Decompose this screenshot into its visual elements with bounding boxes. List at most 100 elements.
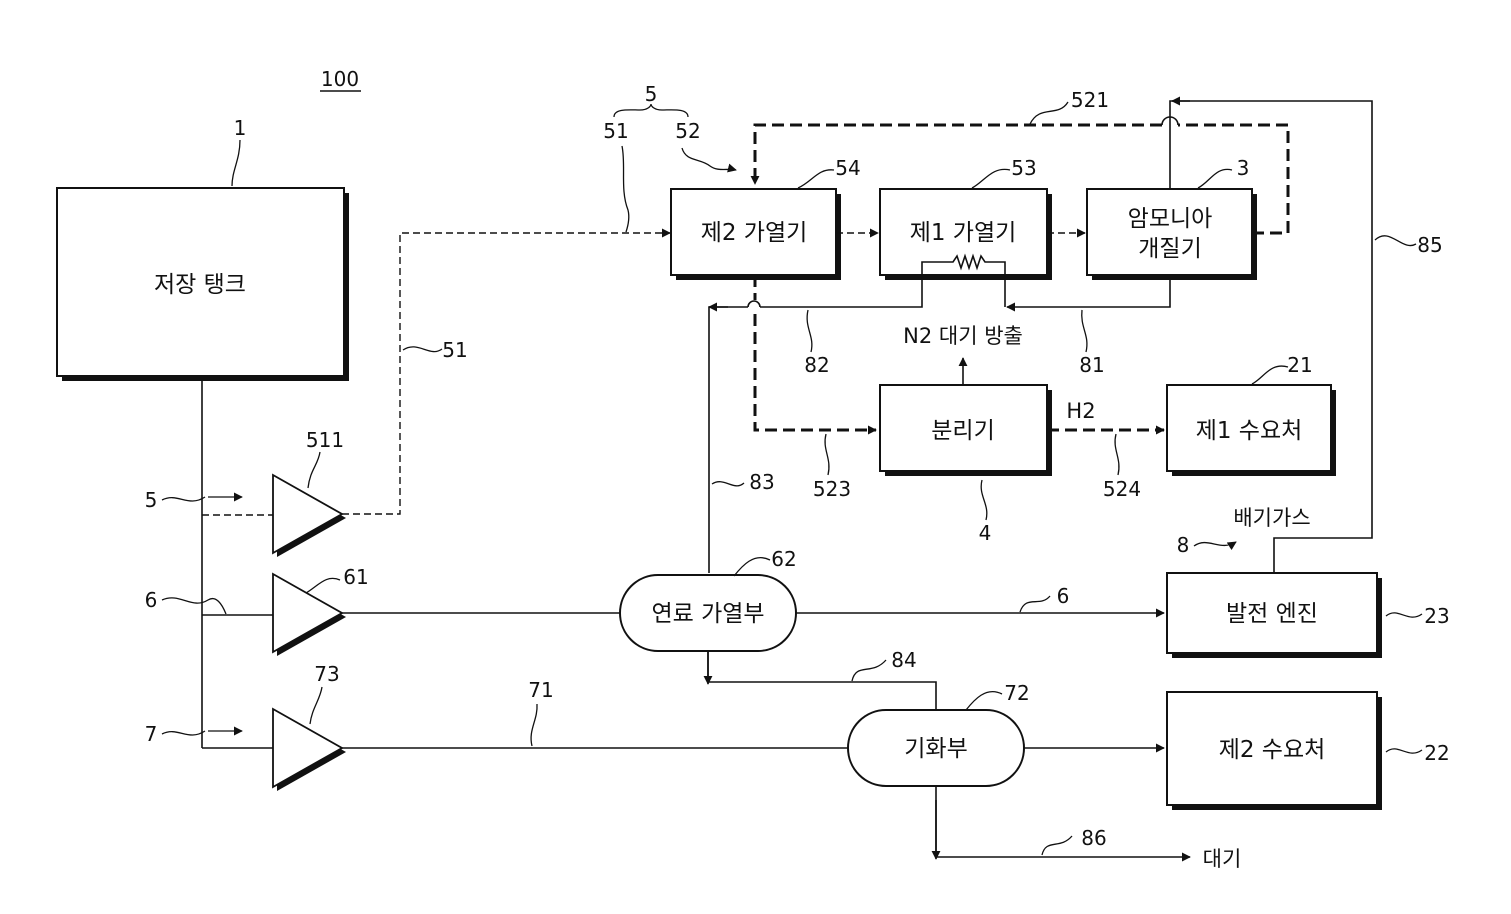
left-ref-7-leader xyxy=(162,731,205,735)
heater-1-label: 제1 가열기 xyxy=(910,220,1017,246)
line-84-ref: 84 xyxy=(891,648,916,672)
left-ref-5-leader xyxy=(162,497,205,501)
line-86-ref: 86 xyxy=(1081,826,1106,850)
line-6-ref: 6 xyxy=(1057,584,1070,608)
separator-ref: 4 xyxy=(979,521,992,545)
storage-tank-leader xyxy=(232,140,240,186)
top-ref-51: 51 xyxy=(603,119,628,143)
line-85-leader xyxy=(1375,236,1416,246)
figure-number: 100 xyxy=(321,67,359,91)
fuel-heater-ref: 62 xyxy=(771,547,796,571)
h2-label: H2 xyxy=(1066,399,1095,423)
group-brace xyxy=(614,104,688,117)
consumer-2-label: 제2 수요처 xyxy=(1219,737,1326,763)
reformer-label-line2: 개질기 xyxy=(1138,236,1201,262)
exhaust-label: 배기가스 xyxy=(1233,506,1310,530)
consumer-1-leader xyxy=(1252,366,1288,384)
line-84-leader xyxy=(852,660,886,681)
consumer-1-label: 제1 수요처 xyxy=(1196,418,1303,444)
line-521-ref: 521 xyxy=(1071,88,1109,112)
vaporizer-leader xyxy=(966,692,1002,710)
storage-tank-ref: 1 xyxy=(234,116,247,140)
line-8-leader xyxy=(1194,542,1236,546)
power-engine-ref: 23 xyxy=(1424,604,1449,628)
heater-1-ref: 53 xyxy=(1011,156,1036,180)
group-ref-5: 5 xyxy=(645,82,658,106)
consumer-2-box: 제2 수요처 xyxy=(1167,692,1382,810)
line-8-ref: 8 xyxy=(1177,533,1190,557)
storage-tank-label: 저장 탱크 xyxy=(154,272,246,298)
left-ref-5: 5 xyxy=(145,488,158,512)
line-6-leader xyxy=(1020,596,1050,612)
line-82-ref: 82 xyxy=(804,353,829,377)
vaporizer-capsule: 기화부 xyxy=(848,710,1024,786)
reformer-label-line1: 암모니아 xyxy=(1128,206,1213,232)
heater-2-box: 제2 가열기 xyxy=(671,189,841,280)
left-ref-7: 7 xyxy=(145,722,158,746)
top-ref-51-leader xyxy=(622,146,629,232)
atmosphere-label: 대기 xyxy=(1203,847,1242,871)
line-521-leader xyxy=(1030,102,1068,124)
line-524-leader xyxy=(1115,434,1119,475)
line-81 xyxy=(1007,280,1170,307)
fuel-heater-capsule: 연료 가열부 xyxy=(620,575,796,651)
pump-73-leader xyxy=(310,687,322,724)
line-51 xyxy=(342,233,670,514)
consumer-2-leader xyxy=(1386,749,1422,753)
left-ref-6-leader xyxy=(162,598,226,614)
pump-73 xyxy=(273,709,346,791)
consumer-1-ref: 21 xyxy=(1287,353,1312,377)
vaporizer-label: 기화부 xyxy=(904,736,967,762)
line-524-ref: 524 xyxy=(1103,477,1141,501)
line-83-leader xyxy=(712,482,744,486)
n2-vent-label: N2 대기 방출 xyxy=(903,324,1023,348)
ammonia-reformer-box: 암모니아 개질기 xyxy=(1087,189,1257,280)
power-engine-leader xyxy=(1386,613,1422,617)
reformer-ref: 3 xyxy=(1237,156,1250,180)
line-51-mid-ref: 51 xyxy=(442,338,467,362)
pump-511-ref: 511 xyxy=(306,428,344,452)
line-82 xyxy=(709,307,748,573)
pump-61-leader xyxy=(306,578,340,593)
separator-leader xyxy=(981,480,987,520)
separator-box: 분리기 xyxy=(880,385,1052,476)
line-82-leader xyxy=(807,310,812,352)
left-ref-6: 6 xyxy=(145,588,158,612)
storage-tank: 저장 탱크 xyxy=(57,188,349,381)
power-engine-box: 발전 엔진 xyxy=(1167,573,1382,658)
line-85 xyxy=(1170,101,1372,572)
pump-511-leader xyxy=(308,452,320,488)
heater-1-leader xyxy=(972,169,1010,188)
separator-label: 분리기 xyxy=(931,418,994,444)
line-51-mid-leader xyxy=(403,347,442,352)
heater-2-ref: 54 xyxy=(835,156,860,180)
heater-2-label: 제2 가열기 xyxy=(701,220,808,246)
power-engine-label: 발전 엔진 xyxy=(1226,601,1318,627)
line-82-crossover xyxy=(748,301,760,307)
line-71-leader xyxy=(531,704,537,746)
line-523-leader xyxy=(825,434,829,475)
pump-73-ref: 73 xyxy=(314,662,339,686)
line-81-leader xyxy=(1082,310,1087,352)
line-86 xyxy=(936,786,1190,857)
pump-61-ref: 61 xyxy=(343,565,368,589)
pump-61 xyxy=(273,574,346,656)
pump-511 xyxy=(273,475,346,557)
fuel-heater-label: 연료 가열부 xyxy=(651,601,764,627)
line-81-ref: 81 xyxy=(1079,353,1104,377)
vaporizer-ref: 72 xyxy=(1004,681,1029,705)
line-523-ref: 523 xyxy=(813,477,851,501)
fuel-heater-leader xyxy=(734,558,770,576)
heater-2-leader xyxy=(798,170,834,188)
line-71-ref: 71 xyxy=(528,678,553,702)
heater-1-box: 제1 가열기 xyxy=(880,189,1052,280)
consumer-2-ref: 22 xyxy=(1424,741,1449,765)
line-85-ref: 85 xyxy=(1417,233,1442,257)
top-ref-52: 52 xyxy=(675,119,700,143)
top-ref-52-leader xyxy=(682,148,736,170)
consumer-1-box: 제1 수요처 xyxy=(1167,385,1336,476)
reformer-leader xyxy=(1198,169,1232,188)
line-83-ref: 83 xyxy=(749,470,774,494)
line-86-leader xyxy=(1042,836,1072,855)
